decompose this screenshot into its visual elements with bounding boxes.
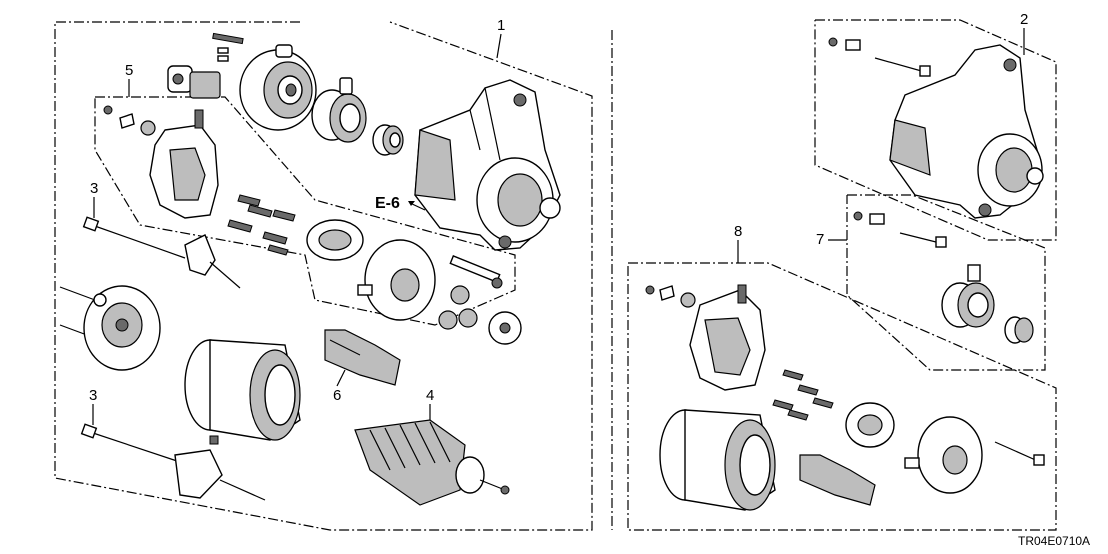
callout-4: 4 [426,387,434,404]
reference-e6: E-6 [375,195,426,212]
brush-holder [149,109,219,219]
callout-5: 5 [125,62,133,79]
solenoid-plug [167,65,221,99]
callout-2: 2 [1020,11,1028,28]
kit5-nut-washer [103,105,156,136]
through-bolt-kit [449,255,503,289]
planetary-gear-plate [357,239,436,321]
through-bolt-bottom [80,423,266,501]
through-bolt-top [82,216,241,289]
kit-6-insulator [324,329,401,386]
kit8-parts [645,284,766,391]
kit2-small-parts [828,37,931,77]
brush-plate [306,219,364,261]
callout-6: 6 [333,387,341,404]
kit8-yoke [659,409,776,511]
brush-springs [227,194,296,256]
reference-label: E-6 [375,195,400,212]
callouts: 1 2 3 3 4 5 6 7 8 [89,11,1028,425]
planet-gears [438,285,522,345]
end-cover [239,44,317,131]
rear-bracket [59,285,161,371]
callout-8: 8 [734,223,742,240]
yoke-housing [184,339,301,441]
group-outlines [54,19,1057,531]
kit8-brush-plate [845,402,895,448]
clutch-drive [311,77,367,143]
callout-7: 7 [816,231,824,248]
kit8-insulator [799,454,876,506]
armature [354,419,510,506]
callout-1: 1 [497,17,505,34]
brush-springs-top [212,32,244,62]
kit8-bolt [994,441,1045,466]
callout-3-bottom: 3 [89,387,97,404]
callout-3-top: 3 [90,180,98,197]
starter-assembly-2 [889,44,1044,219]
kit8-springs [772,369,834,421]
diagram-code: TR04E0710A [1018,534,1090,548]
kit7-parts [853,211,1034,344]
kit8-gear-plate [904,416,983,494]
starter-assembly-1 [414,79,561,251]
bearing-ring [372,124,404,156]
